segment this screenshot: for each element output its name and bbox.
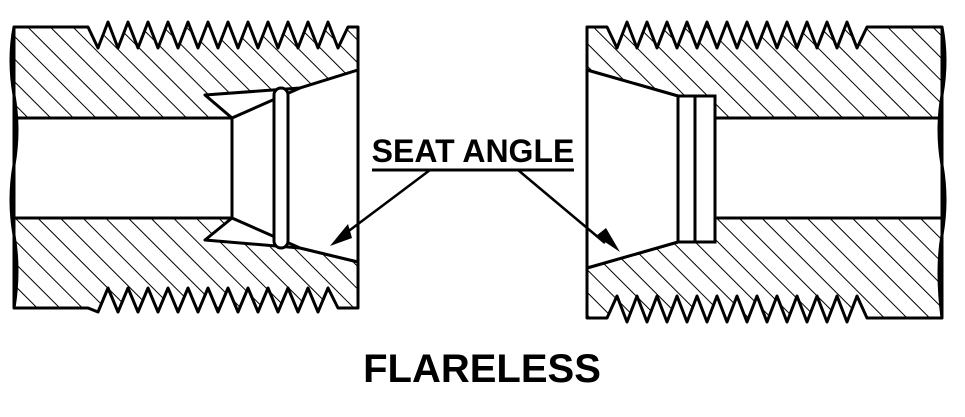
seat-angle-callout: SEAT ANGLE [330, 133, 620, 252]
right-break-line [937, 26, 947, 319]
callout-leader-left [341, 169, 431, 237]
left-upper-wall [12, 20, 360, 120]
left-sleeve-ring [272, 86, 290, 250]
right-bore [713, 116, 944, 220]
callout-leader-right [517, 169, 606, 244]
seat-angle-label: SEAT ANGLE [372, 133, 575, 169]
left-seat-cone [230, 67, 360, 264]
left-lower-wall [12, 216, 360, 314]
right-fitting [585, 20, 947, 324]
callout-arrowhead-right [596, 228, 620, 252]
left-bore [12, 116, 234, 220]
diagram-caption: FLARELESS [363, 347, 601, 391]
left-fitting [9, 20, 360, 314]
callout-arrowhead-left [330, 224, 352, 246]
left-break-line [9, 26, 19, 309]
